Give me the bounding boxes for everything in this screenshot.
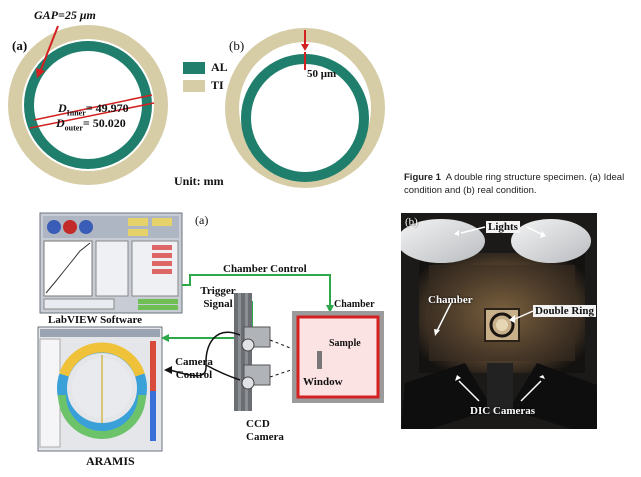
labview-knob-red: [63, 220, 77, 234]
d-inner-label: DInner= 49.970: [58, 101, 129, 117]
setup-panel-label: (a): [195, 213, 209, 227]
panel-b-label: (b): [229, 38, 245, 53]
d-inner-line: [33, 94, 153, 121]
photo-panel-label: (b): [405, 216, 418, 228]
gap-label: GAP=25 μm: [34, 8, 96, 22]
unit-label: Unit: mm: [174, 174, 224, 188]
photo-double-ring-label: Double Ring: [533, 305, 596, 317]
gap-arrowhead: [36, 68, 45, 78]
chamber-control-line: [182, 274, 331, 309]
photo-dic-camera-left: [401, 363, 493, 429]
window-label: Window: [303, 376, 343, 388]
labview-label: LabVIEW Software: [48, 314, 143, 326]
gap-arrow: [39, 25, 59, 73]
setup-diagram-svg: [37, 212, 384, 452]
d-outer-label: Douter= 50.020: [56, 116, 126, 132]
legend-ti-label: TI: [211, 78, 224, 92]
sample: [317, 351, 322, 369]
legend-al-label: AL: [211, 60, 228, 74]
legend-ti-swatch: [183, 80, 205, 92]
photo-double-ring: [489, 312, 515, 338]
photo-dic-cameras-label: DIC Cameras: [470, 405, 536, 417]
caption-text: A double ring structure specimen. (a) Id…: [404, 172, 625, 196]
photo-light-left: [401, 219, 485, 263]
labview-knob-blue: [47, 220, 61, 234]
labview-chart: [43, 240, 93, 297]
sample-label: Sample: [329, 338, 361, 349]
d-outer-line: [29, 102, 155, 129]
d-inner-value: = 49.970: [85, 101, 129, 115]
ring-diagram-svg: [8, 25, 385, 188]
chamber-label: Chamber: [334, 299, 375, 310]
photo-lights-label: Lights: [486, 221, 520, 233]
figure-caption: Figure 1 A double ring structure specime…: [404, 171, 636, 197]
d-outer-sub: outer: [64, 123, 83, 133]
setup-diagram: [0, 205, 400, 472]
ring-a-center: [34, 51, 142, 159]
photo-dic-camera-right: [509, 363, 597, 429]
d-inner-sub: Inner: [66, 108, 86, 118]
offset-arrowhead: [301, 44, 309, 51]
camera-control-cable: [169, 331, 241, 377]
photo-light-right: [511, 219, 591, 263]
legend-al-swatch: [183, 62, 205, 74]
chamber-box-inner: [296, 315, 380, 399]
ring-b-center: [251, 64, 359, 172]
offset-label: 50 μm: [307, 68, 337, 80]
caption-figure-label: Figure 1: [404, 172, 441, 183]
ring-figure: [0, 0, 400, 200]
photo-chamber-label: Chamber: [428, 294, 473, 306]
d-outer-value: = 50.020: [82, 116, 126, 130]
d-inner-symbol: D: [58, 101, 67, 115]
panel-a-label: (a): [12, 38, 28, 53]
chamber-control-label: Chamber Control: [223, 263, 307, 275]
aramis-label: ARAMIS: [86, 454, 135, 468]
photo-annotation-arrows: [434, 226, 546, 402]
labview-knob-blue2: [79, 220, 93, 234]
d-outer-symbol: D: [56, 116, 65, 130]
